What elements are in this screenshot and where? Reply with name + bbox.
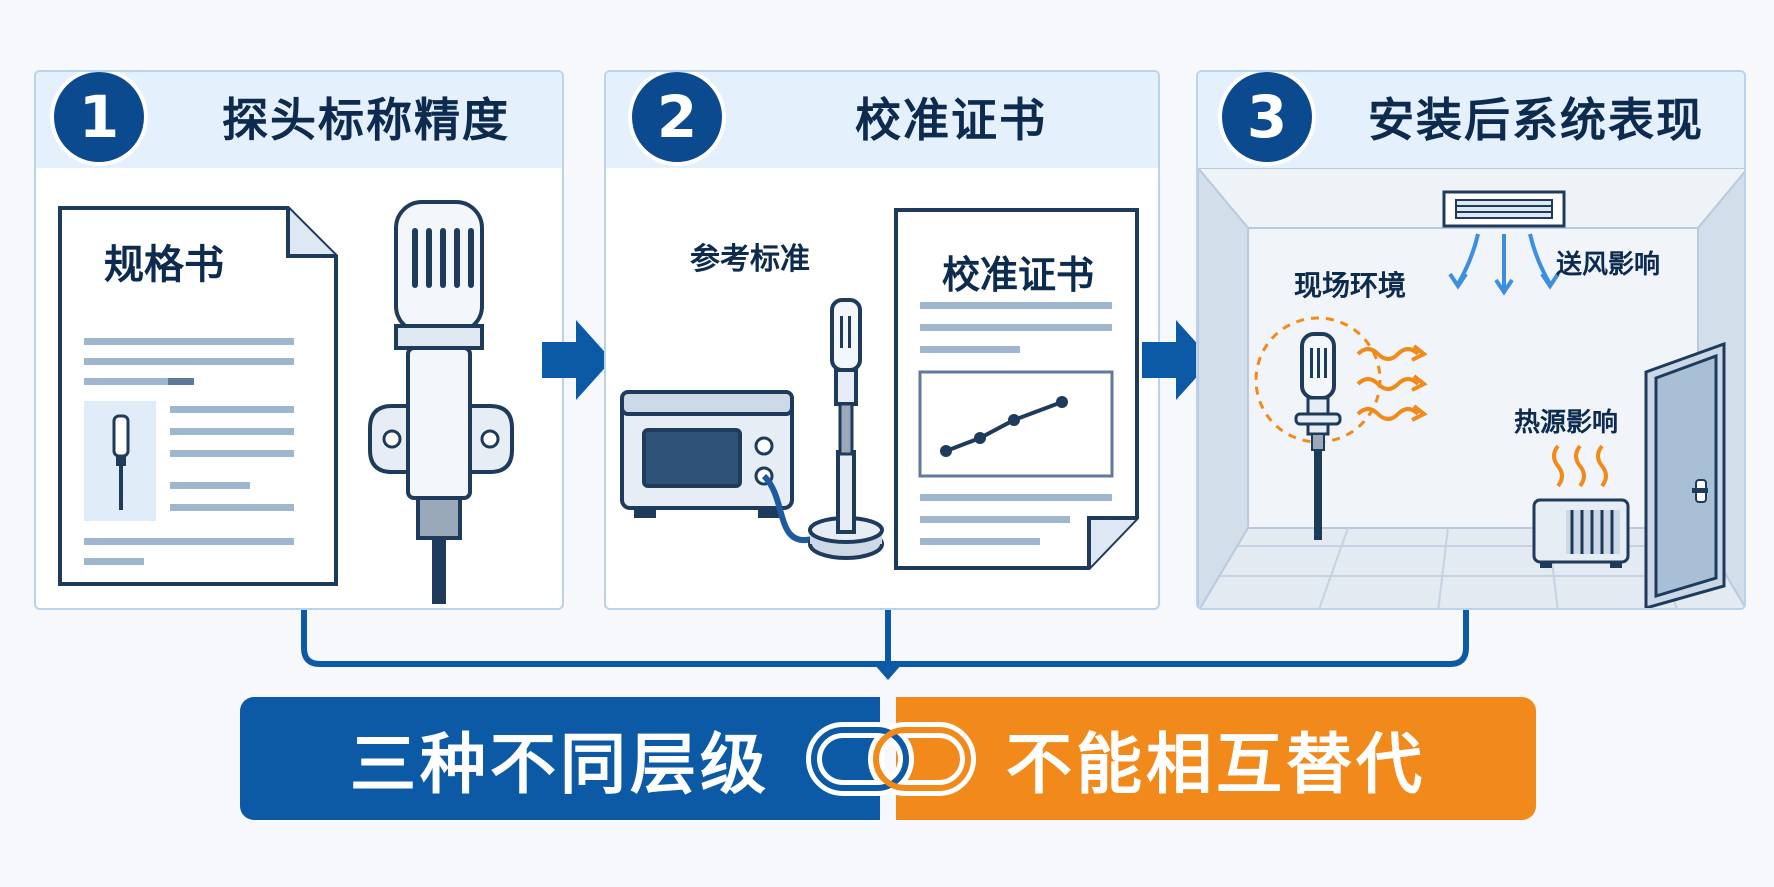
heat-source-label: 热源影响 xyxy=(1514,408,1619,438)
air-vent-icon xyxy=(1442,190,1566,296)
step-panel-1: 1 探头标称精度 规格书 xyxy=(34,70,564,610)
certificate-doc-label: 校准证书 xyxy=(942,253,1095,297)
spec-doc-label: 规格书 xyxy=(104,242,224,288)
airflow-label: 送风影响 xyxy=(1556,250,1661,280)
summary-left-pill: 三种不同层级 xyxy=(240,697,880,820)
arrow-right-icon xyxy=(1142,320,1212,400)
step-number-1: 1 xyxy=(50,72,148,166)
summary-right-pill: 不能相互替代 xyxy=(896,697,1536,820)
probe-icon xyxy=(368,200,514,604)
arrow-right-icon xyxy=(542,320,612,400)
step-title-2: 校准证书 xyxy=(855,93,1047,147)
calibrator-icon xyxy=(620,298,884,560)
probe-icon xyxy=(1254,316,1428,540)
certificate-icon xyxy=(894,208,1139,570)
door-icon xyxy=(1644,342,1726,608)
step-title-1: 探头标称精度 xyxy=(222,93,510,147)
chain-link-icon xyxy=(806,722,976,796)
step-panel-3: 3 安装后系统表现 送风影响 现场环境 热源影响 xyxy=(1196,70,1746,610)
heater-icon xyxy=(1532,444,1630,568)
reference-standard-label: 参考标准 xyxy=(690,242,810,277)
step-title-3: 安装后系统表现 xyxy=(1368,93,1704,147)
site-environment-label: 现场环境 xyxy=(1294,269,1407,302)
step-number-2: 2 xyxy=(628,72,726,166)
step-number-3: 3 xyxy=(1218,72,1316,166)
document-icon xyxy=(58,206,338,586)
bracket-connector xyxy=(301,610,1469,680)
step-panel-2: 2 校准证书 参考标准 校准证书 xyxy=(604,70,1160,610)
